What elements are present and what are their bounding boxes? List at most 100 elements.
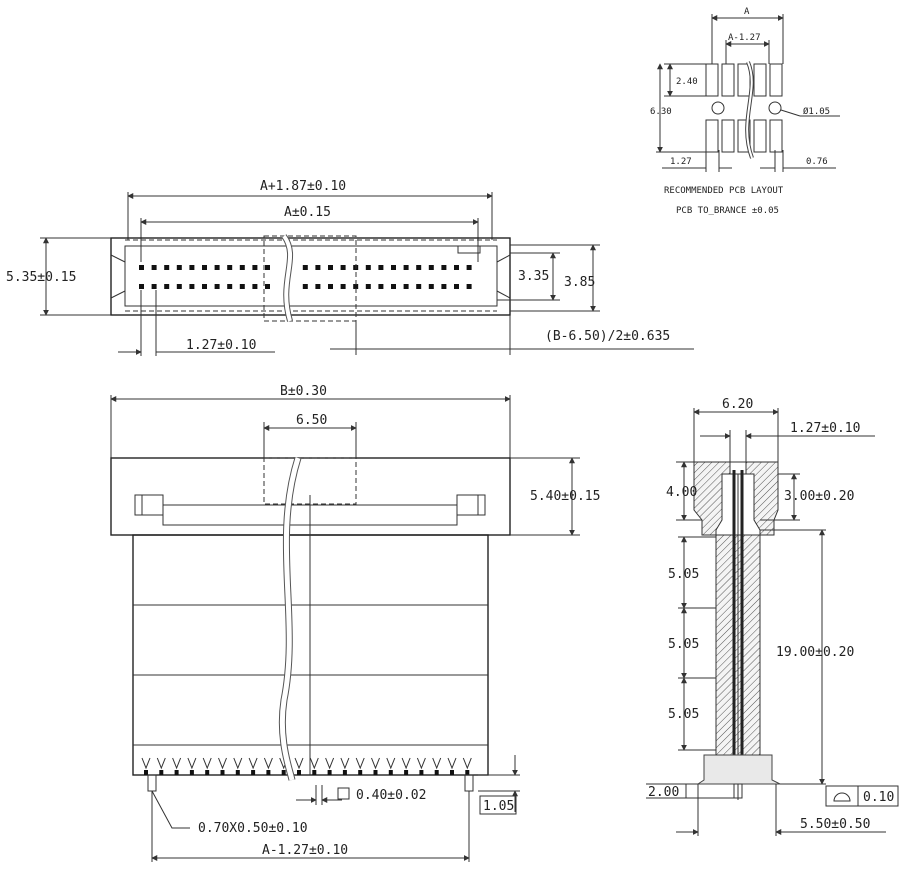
contact-tip: [462, 757, 472, 770]
pad: [753, 63, 767, 97]
dim-p127b: 1.27±0.10: [790, 421, 860, 436]
pin: [265, 284, 270, 289]
pin: [353, 284, 359, 289]
contact-tail: [434, 770, 439, 775]
pin: [151, 265, 157, 270]
pin: [416, 265, 422, 270]
fp-dim-127: 1.27: [670, 157, 692, 167]
pin: [139, 284, 144, 289]
pin: [328, 265, 333, 270]
contact-tip: [386, 757, 396, 770]
pin: [328, 284, 333, 289]
dim-a-minus-127: A-1.27±0.10: [262, 843, 348, 858]
pad: [769, 119, 783, 153]
fp-dim-240: 2.40: [676, 77, 698, 87]
footprint-pads: [705, 63, 783, 153]
dim-s505c: 5.05: [668, 707, 699, 722]
contact-tip: [141, 757, 151, 770]
pin: [202, 265, 207, 270]
dim-flat010: 0.10: [863, 790, 894, 805]
contact-tip: [416, 757, 426, 770]
contact-tail: [327, 770, 332, 775]
contact-tip: [325, 757, 335, 770]
pad: [721, 119, 735, 153]
dim-w650: 6.50: [296, 413, 327, 428]
pin: [189, 265, 195, 270]
pin: [365, 284, 371, 289]
dim-h335: 3.35: [518, 269, 549, 284]
pad: [721, 63, 735, 97]
pin: [164, 265, 170, 270]
pin: [428, 265, 434, 270]
contact-tail: [388, 770, 393, 775]
contact-tip: [401, 757, 411, 770]
contact-tail: [373, 770, 378, 775]
pad: [705, 119, 719, 153]
contact-tip: [294, 757, 304, 770]
pin: [252, 265, 258, 270]
pin: [214, 265, 220, 270]
pin: [139, 265, 144, 270]
pin: [466, 265, 472, 270]
pin: [227, 265, 233, 270]
pad: [705, 63, 719, 97]
dim-h1900: 19.00±0.20: [776, 645, 854, 660]
pad: [737, 119, 751, 153]
contact-tip: [248, 757, 258, 770]
dim-w550: 5.50±0.50: [800, 817, 870, 832]
pin: [315, 284, 321, 289]
top-view: A+1.87±0.10 A±0.15 5.35±0.15: [6, 179, 694, 356]
pin: [340, 284, 346, 289]
contact-tip: [355, 757, 365, 770]
pin: [441, 265, 447, 270]
dim-w620: 6.20: [722, 397, 753, 412]
pin: [214, 284, 220, 289]
dim-b030: B±0.30: [280, 384, 327, 399]
dim-sq040: 0.40±0.02: [356, 788, 426, 803]
pcb-footprint: A A-1.27 2.40 6.30 Ø1.05 1.27: [650, 7, 840, 216]
pad: [753, 119, 767, 153]
pin: [454, 284, 459, 289]
pin: [454, 265, 459, 270]
contact-tail: [266, 770, 271, 775]
pin: [302, 265, 308, 270]
contact-tip: [432, 757, 442, 770]
contact-tail: [419, 770, 424, 775]
dim-s505b: 5.05: [668, 637, 699, 652]
pin: [315, 265, 321, 270]
pin: [202, 284, 207, 289]
dim-h200: 2.00: [648, 785, 679, 800]
pin: [416, 284, 422, 289]
pin: [164, 284, 170, 289]
pin: [378, 284, 384, 289]
dim-h300: 3.00±0.20: [784, 489, 854, 504]
dim-pitch127: 1.27±0.10: [186, 338, 256, 353]
fp-dim-a127: A-1.27: [728, 33, 761, 43]
dim-h385: 3.85: [564, 275, 595, 290]
pin: [441, 284, 447, 289]
dim-h105: 1.05: [483, 799, 514, 814]
contact-tail: [235, 770, 240, 775]
pin: [365, 265, 371, 270]
pin-grid: [139, 265, 472, 289]
dim-h400: 4.00: [666, 485, 697, 500]
contact-tail: [281, 770, 286, 775]
contact-tip: [233, 757, 243, 770]
contact-tail: [465, 770, 470, 775]
contact-tail: [312, 770, 317, 775]
pin: [428, 284, 434, 289]
dim-a-015: A±0.15: [284, 205, 331, 220]
contact-tail: [205, 770, 210, 775]
contact-tip: [202, 757, 212, 770]
pin: [340, 265, 346, 270]
dim-h535: 5.35±0.15: [6, 270, 76, 285]
fp-title-1: RECOMMENDED PCB LAYOUT: [664, 186, 784, 196]
contact-tail: [159, 770, 164, 775]
pin: [302, 284, 308, 289]
side-view: 6.20 1.27±0.10 4.00 3.00±0.20: [646, 397, 899, 836]
contact-tail: [297, 770, 301, 775]
pin: [227, 284, 233, 289]
pin: [176, 284, 182, 289]
contact-tip: [371, 757, 380, 770]
